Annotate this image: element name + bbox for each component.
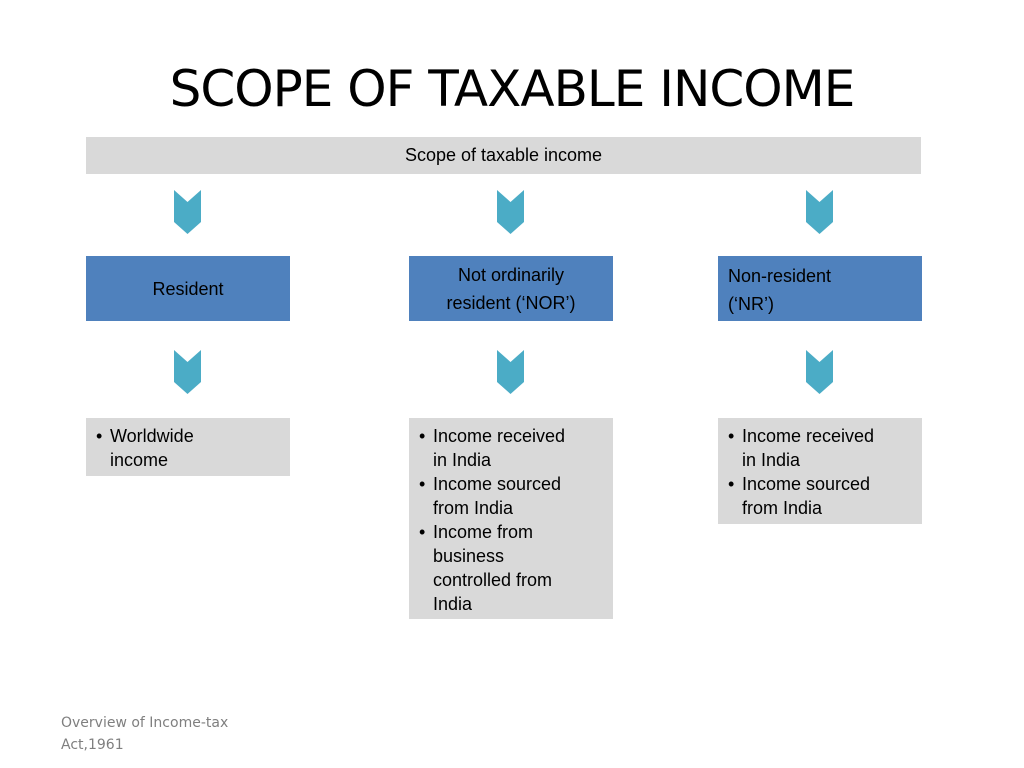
category-label-line1: Not ordinarily [457,264,565,285]
slide-title: SCOPE OF TAXABLE INCOME [169,60,856,118]
footer-line: Overview of Income-tax [61,715,229,731]
footer-line: Act,1961 [61,737,124,753]
detail-box-nr: Income received in India Income sourced … [718,418,922,524]
category-resident: Resident [86,256,290,321]
chevron-down-icon [806,190,833,234]
chevron-down-icon [806,350,833,394]
chevron-down-icon [174,350,201,394]
list-item: Income sourced from India [419,472,583,520]
chevron-down-icon [497,190,524,234]
list-item: Worldwide income [96,424,230,472]
footer-note: Overview of Income-tax Act,1961 [61,712,261,756]
category-label-line2: (‘NR’) [728,294,774,314]
category-label-line1: Non-resident [728,266,832,286]
scope-header-box: Scope of taxable income [86,137,921,174]
list-item: Income sourced from India [728,472,892,520]
category-label-line2: resident (‘NOR’) [446,292,576,313]
detail-box-nor: Income received in India Income sourced … [409,418,613,619]
list-item: Income received in India [419,424,583,472]
list-item: Income received in India [728,424,892,472]
category-nor: Not ordinarily resident (‘NOR’) [409,256,613,321]
chevron-down-icon [497,350,524,394]
category-label: Resident [152,278,224,299]
category-nr: Non-resident (‘NR’) [718,256,922,321]
chevron-down-icon [174,190,201,234]
list-item: Income from business controlled from Ind… [419,520,583,616]
detail-box-resident: Worldwide income [86,418,290,476]
